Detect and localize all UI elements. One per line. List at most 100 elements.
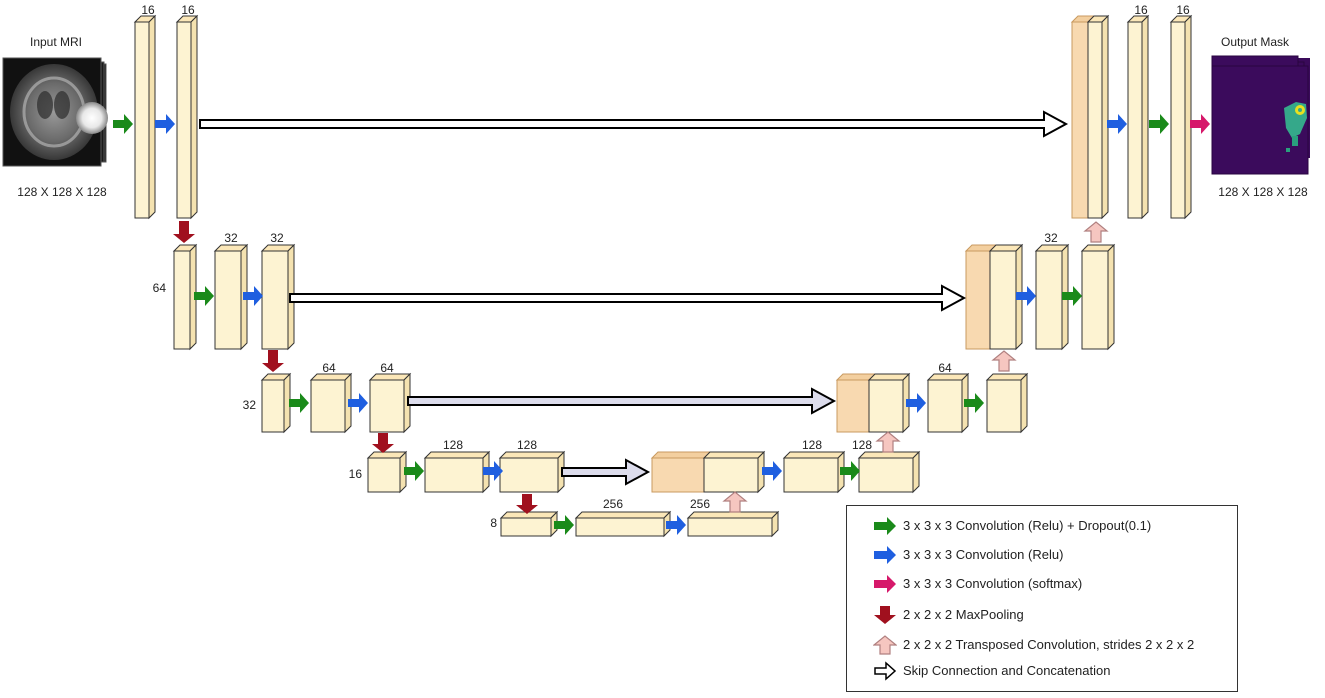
blue-arrow-icon <box>666 515 686 535</box>
enc4-block-a <box>366 450 408 494</box>
enc3-block-a <box>260 372 292 434</box>
level4-spatial: 16 <box>348 467 362 481</box>
skip-arrow-level3 <box>407 387 837 415</box>
dec4-block-a <box>782 450 846 494</box>
darkred-arrow-icon <box>173 221 195 243</box>
pink-arrow-icon <box>873 635 897 655</box>
blue-arrow-icon <box>483 461 503 481</box>
blue-arrow-icon <box>155 114 175 134</box>
enc2a-channels: 32 <box>224 231 238 245</box>
magenta-arrow-icon <box>1190 114 1210 134</box>
enc1-block-b <box>175 14 199 220</box>
dec4a-channels: 128 <box>801 438 823 452</box>
green-arrow-icon <box>840 461 860 481</box>
dec2-block-b <box>1080 243 1116 351</box>
dec1-block-b <box>1169 14 1193 220</box>
enc2-block-b <box>213 243 249 351</box>
enc1a-channels: 16 <box>141 3 155 17</box>
green-arrow-glyph <box>874 517 896 535</box>
blue-arrow-icon <box>906 393 926 413</box>
enc4a-channels: 128 <box>442 438 464 452</box>
darkred-arrow-glyph <box>874 606 896 624</box>
level5-spatial: 8 <box>490 516 497 530</box>
dec1-upsampled-block <box>1086 14 1110 220</box>
darkred-arrow-icon <box>874 606 896 624</box>
green-arrow-icon <box>289 393 309 413</box>
bottleneck-block-a <box>499 510 559 538</box>
legend-label: 3 x 3 x 3 Convolution (softmax) <box>903 576 1083 591</box>
enc4b-channels: 128 <box>516 438 538 452</box>
skip-arrow-level4 <box>561 458 651 486</box>
darkred-arrow-icon <box>262 350 284 372</box>
dec2-channels: 32 <box>1044 231 1058 245</box>
enc3a-channels: 64 <box>322 361 336 375</box>
dec1a-channels: 16 <box>1134 3 1148 17</box>
legend-label: 3 x 3 x 3 Convolution (Relu) <box>903 547 1064 562</box>
green-arrow-icon <box>194 286 214 306</box>
blue-arrow-icon <box>762 461 782 481</box>
green-arrow-icon <box>964 393 984 413</box>
dec3-channels: 64 <box>938 361 952 375</box>
dec2-concat-block <box>964 244 998 350</box>
dec4-block-b <box>857 450 921 494</box>
output-title: Output Mask <box>1220 35 1290 49</box>
enc3-block-b <box>309 372 353 434</box>
blue-arrow-icon <box>1107 114 1127 134</box>
legend-label: 2 x 2 x 2 MaxPooling <box>903 607 1024 622</box>
blue-arrow-icon <box>348 393 368 413</box>
dec1-block-a <box>1126 14 1150 220</box>
enc3b-channels: 64 <box>380 361 394 375</box>
pink-arrow-glyph <box>873 635 897 655</box>
outline-arrow-glyph <box>874 661 897 681</box>
green-arrow-icon <box>554 515 574 535</box>
dec3-upsampled-block <box>867 372 911 434</box>
skip-arrow-level1 <box>199 110 1069 138</box>
outline-arrow-icon <box>874 661 897 681</box>
dec4b-channels: 128 <box>851 438 873 452</box>
pink-arrow-icon <box>1083 221 1109 243</box>
green-arrow-icon <box>1149 114 1169 134</box>
dec3-block-b <box>985 372 1029 434</box>
skip-arrow-level2 <box>289 284 967 312</box>
bottleneck-block-b <box>574 510 672 538</box>
pink-arrow-icon <box>722 491 748 513</box>
blue-arrow-icon <box>874 546 896 564</box>
dec4-upsampled-block <box>702 450 766 494</box>
bottleneck-block-c <box>686 510 780 538</box>
dec4-concat-block <box>650 451 714 493</box>
enc4-block-b <box>423 450 491 494</box>
bottleneck-b-channels: 256 <box>689 497 711 511</box>
legend-label: Skip Connection and Concatenation <box>903 663 1111 678</box>
enc2-block-a <box>172 243 198 351</box>
green-arrow-icon <box>113 114 133 134</box>
dec1b-channels: 16 <box>1176 3 1190 17</box>
input-mri-image <box>2 57 108 167</box>
level3-spatial: 32 <box>242 398 256 412</box>
magenta-arrow-glyph <box>874 575 896 593</box>
blue-arrow-icon <box>243 286 263 306</box>
enc2b-channels: 32 <box>270 231 284 245</box>
output-size: 128 X 128 X 128 <box>1218 185 1308 199</box>
enc1b-channels: 16 <box>181 3 195 17</box>
input-title: Input MRI <box>29 35 83 49</box>
dec2-block-a <box>1034 243 1070 351</box>
legend: 3 x 3 x 3 Convolution (Relu) + Dropout(0… <box>846 505 1238 692</box>
darkred-arrow-icon <box>516 494 538 514</box>
blue-arrow-icon <box>1016 286 1036 306</box>
blue-arrow-glyph <box>874 546 896 564</box>
dec3-concat-block <box>835 373 879 433</box>
magenta-arrow-icon <box>874 575 896 593</box>
enc1-block-a <box>133 14 157 220</box>
output-mask-image <box>1211 55 1310 175</box>
darkred-arrow-icon <box>372 433 394 453</box>
green-arrow-icon <box>1062 286 1082 306</box>
dec1-concat-block <box>1070 15 1096 219</box>
dec3-block-a <box>926 372 970 434</box>
level2-spatial: 64 <box>152 281 166 295</box>
input-size: 128 X 128 X 128 <box>17 185 107 199</box>
pink-arrow-icon <box>875 431 901 453</box>
green-arrow-icon <box>404 461 424 481</box>
green-arrow-icon <box>874 517 896 535</box>
enc4-block-c <box>498 450 566 494</box>
